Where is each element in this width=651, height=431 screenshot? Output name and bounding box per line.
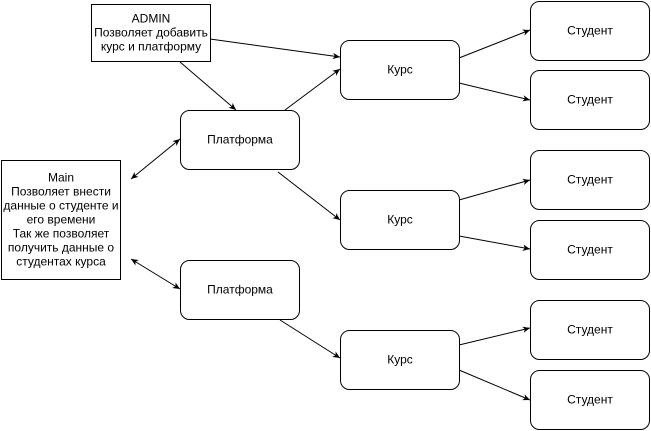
node-label-main-line-6: студентах курса	[16, 255, 106, 269]
node-course1: Курс	[340, 40, 460, 100]
node-box-student2	[530, 70, 650, 130]
node-course3: Курс	[340, 330, 460, 390]
node-label-course3-line-0: Курс	[387, 353, 413, 367]
node-label-student1-line-0: Студент	[567, 24, 613, 38]
node-course2: Курс	[340, 190, 460, 250]
edge-main-to-platform2	[130, 258, 181, 290]
node-box-student1	[530, 1, 650, 61]
edge-course3-to-student6	[458, 369, 531, 401]
edge-course2-to-student4	[458, 235, 531, 251]
node-box-student3	[530, 150, 650, 210]
node-platform2: Платформа	[180, 260, 300, 320]
node-label-student4-line-0: Студент	[567, 243, 613, 257]
node-box-platform1	[180, 110, 300, 170]
edge-course1-to-student1	[458, 29, 531, 59]
node-label-course2-line-0: Курс	[387, 213, 413, 227]
node-box-student5	[530, 300, 650, 360]
node-student3: Студент	[530, 150, 650, 210]
node-label-admin-line-0: ADMIN	[132, 12, 171, 26]
node-box-course1	[340, 40, 460, 100]
node-box-main	[1, 160, 121, 280]
node-label-platform2-line-0: Платформа	[207, 283, 273, 297]
edge-admin-to-platform1	[179, 61, 237, 111]
node-label-admin-line-2: курс и платформу	[101, 40, 201, 54]
node-box-admin	[91, 4, 211, 62]
node-box-course3	[340, 330, 460, 390]
node-label-main-line-3: его времени	[27, 213, 96, 227]
node-box-course2	[340, 190, 460, 250]
edge-course3-to-student5	[458, 326, 531, 346]
edge-platform1-to-course1	[284, 68, 341, 111]
node-student6: Студент	[530, 370, 650, 430]
node-box-platform2	[180, 260, 300, 320]
node-label-admin-line-1: Позволяет добавить	[94, 26, 208, 40]
node-label-main-line-2: данные о студенте и	[3, 199, 118, 213]
edge-course2-to-student3	[458, 178, 531, 201]
node-label-student5-line-0: Студент	[567, 323, 613, 337]
node-label-main-line-0: Main	[48, 171, 74, 185]
node-platform1: Платформа	[180, 110, 300, 170]
node-student2: Студент	[530, 70, 650, 130]
node-box-student6	[530, 370, 650, 430]
node-label-course1-line-0: Курс	[387, 63, 413, 77]
node-student1: Студент	[530, 1, 650, 61]
edge-course1-to-student2	[458, 82, 531, 102]
edge-admin-to-course1	[209, 38, 341, 60]
node-label-student2-line-0: Студент	[567, 93, 613, 107]
node-label-platform1-line-0: Платформа	[207, 133, 273, 147]
node-student4: Студент	[530, 220, 650, 280]
node-label-student6-line-0: Студент	[567, 393, 613, 407]
node-box-student4	[530, 220, 650, 280]
edge-platform2-to-course3	[279, 319, 341, 359]
node-label-student3-line-0: Студент	[567, 173, 613, 187]
node-label-main-line-4: Так же позволяет	[13, 227, 110, 241]
edge-platform1-to-course2	[277, 171, 341, 221]
edges	[130, 29, 531, 401]
node-label-main-line-5: получить данные о	[8, 241, 115, 255]
edge-main-to-platform1	[130, 138, 181, 180]
node-student5: Студент	[530, 300, 650, 360]
node-label-main-line-1: Позволяет внести	[11, 185, 111, 199]
